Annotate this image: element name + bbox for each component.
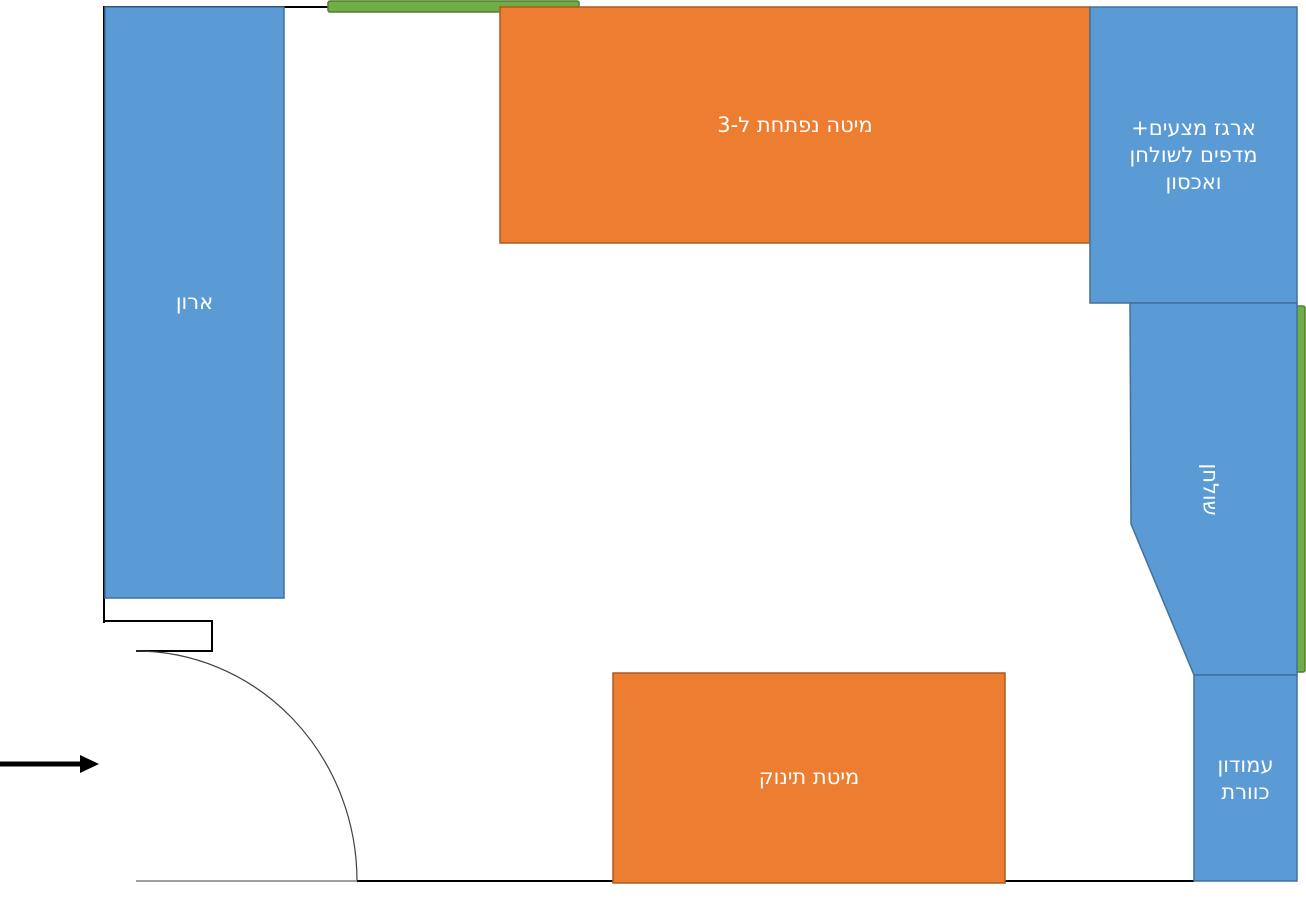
sofa-bed-label: מיטה נפתחת ל-3 — [717, 113, 873, 137]
nightstand-label: עמודון כוורת — [1194, 752, 1297, 806]
storage-box-label-line-1: ארגז מצעים+ — [1131, 116, 1256, 140]
nightstand-label-line-2: כוורת — [1221, 780, 1270, 804]
arrow-right-icon — [0, 755, 99, 773]
storage-box-label: ארגז מצעים+ מדפים לשולחן ואכסון — [1090, 115, 1297, 196]
storage-box — [1089, 6, 1298, 304]
storage-box-label-line-2: מדפים לשולחן — [1129, 143, 1258, 167]
nightstand-label-line-1: עמודון — [1217, 753, 1274, 777]
door-jamb — [104, 620, 213, 652]
desk-label: שולחן — [1198, 463, 1223, 516]
wardrobe — [104, 6, 285, 599]
crib-label: מיטת תינוק — [758, 765, 860, 789]
storage-box-label-line-3: ואכסון — [1165, 170, 1222, 194]
wardrobe-label: ארון — [175, 290, 214, 314]
nightstand — [1193, 674, 1298, 882]
door-swing-arc — [135, 650, 358, 882]
crib — [612, 672, 1006, 884]
